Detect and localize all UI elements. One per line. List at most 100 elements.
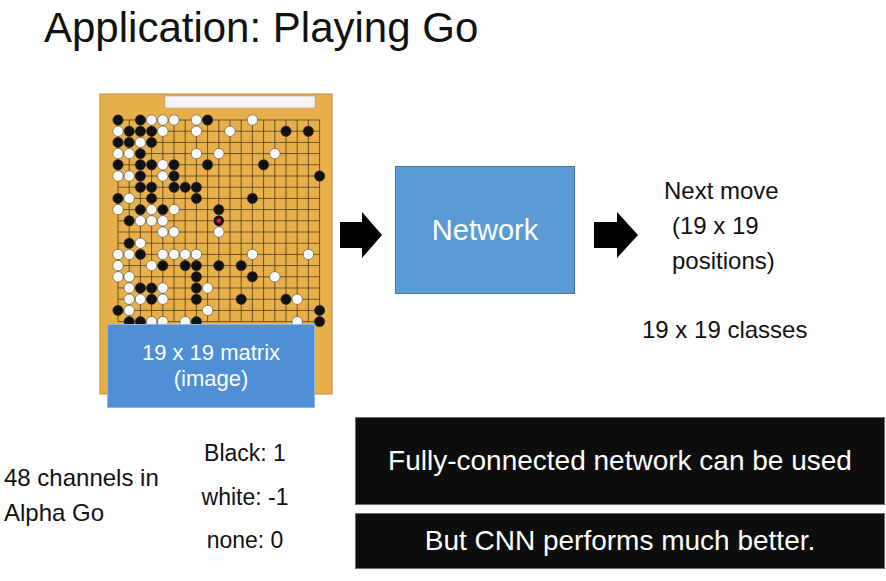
go-stone bbox=[146, 283, 156, 293]
go-stone bbox=[124, 171, 134, 181]
go-stone bbox=[191, 182, 201, 192]
go-stone bbox=[281, 294, 291, 304]
slide-title: Application: Playing Go bbox=[44, 4, 478, 52]
go-stone bbox=[113, 160, 123, 170]
go-stone bbox=[146, 193, 156, 203]
go-stone bbox=[191, 193, 201, 203]
go-stone bbox=[113, 249, 123, 259]
go-stone bbox=[191, 148, 201, 158]
go-stone bbox=[303, 126, 313, 136]
stones bbox=[113, 115, 325, 327]
go-stone bbox=[191, 272, 201, 282]
go-stone bbox=[158, 126, 168, 136]
go-stone bbox=[113, 204, 123, 214]
box-text: 19 x 19 matrix (image) bbox=[118, 340, 304, 393]
go-stone bbox=[270, 148, 280, 158]
go-stone bbox=[124, 216, 134, 226]
go-stone bbox=[202, 305, 212, 315]
go-stone bbox=[169, 160, 179, 170]
go-stone bbox=[146, 160, 156, 170]
go-stone bbox=[124, 283, 134, 293]
go-stone bbox=[158, 260, 168, 270]
go-stone bbox=[124, 148, 134, 158]
go-stone bbox=[202, 115, 212, 125]
go-stone bbox=[135, 238, 145, 248]
go-stone bbox=[281, 126, 291, 136]
go-stone bbox=[124, 272, 134, 282]
go-stone bbox=[124, 238, 134, 248]
go-stone bbox=[135, 126, 145, 136]
go-stone bbox=[158, 171, 168, 181]
fat-arrow bbox=[340, 212, 382, 258]
statement-box: But CNN performs much better. bbox=[355, 513, 885, 569]
toolbar bbox=[165, 96, 315, 108]
network-box: Network bbox=[395, 166, 575, 294]
go-stone bbox=[135, 182, 145, 192]
box-text: But CNN performs much better. bbox=[425, 524, 816, 558]
grid-line bbox=[263, 120, 264, 322]
go-stone bbox=[214, 227, 224, 237]
output-label: Next move (19 x 19 positions) bbox=[664, 174, 802, 278]
go-stone bbox=[135, 171, 145, 181]
go-stone bbox=[258, 160, 268, 170]
go-stone bbox=[191, 126, 201, 136]
matrix-box: 19 x 19 matrix (image) bbox=[107, 324, 315, 408]
go-stone bbox=[135, 249, 145, 259]
go-stone bbox=[113, 115, 123, 125]
statement-box: Fully-connected network can be used bbox=[355, 417, 885, 505]
go-stone bbox=[124, 305, 134, 315]
go-stone bbox=[158, 204, 168, 214]
go-stone bbox=[214, 204, 224, 214]
go-stone bbox=[158, 115, 168, 125]
go-stone bbox=[158, 283, 168, 293]
go-stone bbox=[314, 316, 324, 326]
grid-line bbox=[241, 120, 242, 322]
go-stone bbox=[135, 216, 145, 226]
grid-line bbox=[174, 120, 175, 322]
go-stone bbox=[158, 216, 168, 226]
go-stone bbox=[303, 249, 313, 259]
go-stone bbox=[158, 227, 168, 237]
go-stone bbox=[236, 260, 246, 270]
encoding-value: none: 0 bbox=[190, 524, 300, 557]
go-stone bbox=[113, 305, 123, 315]
go-stone bbox=[135, 283, 145, 293]
go-stone bbox=[169, 204, 179, 214]
grid-line bbox=[252, 120, 253, 322]
go-stone bbox=[113, 126, 123, 136]
go-stone bbox=[113, 272, 123, 282]
go-stone bbox=[135, 115, 145, 125]
go-stone bbox=[135, 160, 145, 170]
go-stone bbox=[146, 126, 156, 136]
last-move-mark bbox=[217, 219, 221, 223]
go-stone bbox=[247, 249, 257, 259]
go-stone bbox=[169, 171, 179, 181]
go-stone bbox=[146, 260, 156, 270]
grid-line bbox=[185, 120, 186, 322]
go-stone bbox=[113, 260, 123, 270]
go-stone bbox=[236, 294, 246, 304]
go-stone bbox=[124, 137, 134, 147]
go-stone bbox=[169, 115, 179, 125]
go-stone bbox=[247, 272, 257, 282]
go-stone bbox=[180, 182, 190, 192]
go-stone bbox=[169, 227, 179, 237]
go-stone bbox=[292, 294, 302, 304]
go-stone bbox=[146, 204, 156, 214]
go-stone bbox=[158, 294, 168, 304]
go-stone bbox=[124, 249, 134, 259]
go-stone bbox=[191, 260, 201, 270]
go-stone bbox=[124, 126, 134, 136]
go-stone bbox=[191, 115, 201, 125]
go-stone bbox=[124, 193, 134, 203]
go-stone bbox=[191, 283, 201, 293]
go-stone bbox=[146, 294, 156, 304]
go-stone bbox=[135, 137, 145, 147]
go-stone bbox=[146, 137, 156, 147]
grid-line bbox=[319, 120, 320, 322]
go-stone bbox=[146, 115, 156, 125]
go-stone bbox=[225, 126, 235, 136]
go-stone bbox=[202, 283, 212, 293]
output-label: 19 x 19 classes bbox=[642, 313, 807, 348]
